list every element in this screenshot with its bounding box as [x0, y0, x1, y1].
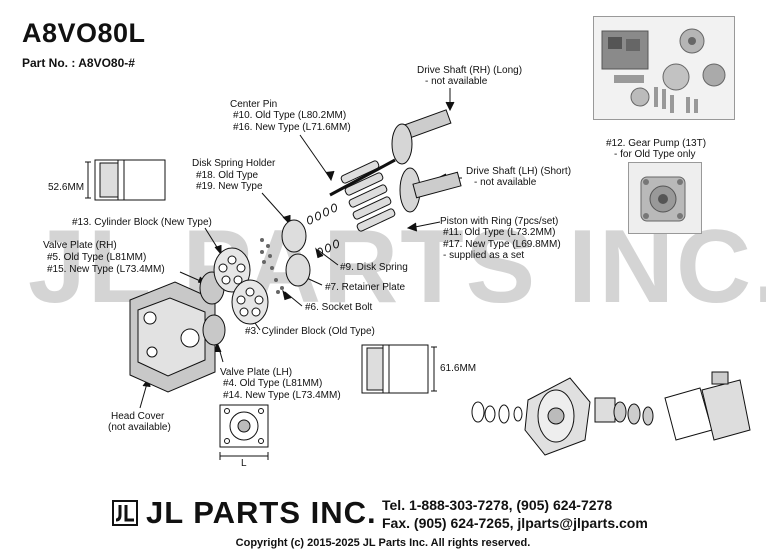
valve-plate-rh-label: Valve Plate (RH)	[43, 240, 117, 251]
valve-plate-rh-new: #15. New Type (L73.4MM)	[47, 264, 165, 275]
copyright: Copyright (c) 2015-2025 JL Parts Inc. Al…	[235, 537, 531, 549]
dimension-l: L	[241, 458, 247, 469]
piston-old: #11. Old Type (L73.2MM)	[443, 227, 556, 238]
drive-shaft-lh-note: - not available	[474, 177, 537, 188]
valve-plate-lh-new: #14. New Type (L73.4MM)	[223, 390, 341, 401]
disk-spring-holder-label: Disk Spring Holder	[192, 158, 276, 169]
drive-shaft-rh-note: - not available	[425, 76, 488, 87]
drive-shaft-rh-label: Drive Shaft (RH) (Long)	[417, 65, 523, 76]
center-pin-label: Center Pin	[230, 99, 278, 110]
kit-photo	[593, 16, 735, 120]
head-cover-note: (not available)	[108, 422, 171, 433]
center-pin-old: #10. Old Type (L80.2MM)	[233, 110, 347, 121]
piston-new: #17. New Type (L69.8MM)	[443, 239, 561, 250]
disk-spring-holder-new: #19. New Type	[196, 181, 263, 192]
contact-fax: Fax. (905) 624-7265, jlparts@jlparts.com	[382, 515, 648, 531]
center-pin-new: #16. New Type (L71.6MM)	[233, 122, 351, 133]
valve-plate-rh-old: #5. Old Type (L81MM)	[47, 252, 147, 263]
retainer-plate-label: #7. Retainer Plate	[325, 282, 406, 293]
jl-logo-icon	[112, 500, 138, 526]
valve-plate-lh-label: Valve Plate (LH)	[220, 367, 293, 378]
disk-spring-label: #9. Disk Spring	[340, 262, 408, 273]
valve-plate-lh-old: #4. Old Type (L81MM)	[223, 378, 323, 389]
gear-pump-photo	[628, 162, 702, 234]
cylinder-block-new-label: #13. Cylinder Block (New Type)	[72, 217, 212, 228]
head-cover-label: Head Cover	[111, 411, 165, 422]
drive-shaft-lh-label: Drive Shaft (LH) (Short)	[466, 166, 572, 177]
dimension-61-6: 61.6MM	[440, 363, 477, 374]
part-number: Part No. : A8VO80-#	[22, 56, 135, 70]
gear-pump-label: #12. Gear Pump (13T)	[606, 138, 707, 149]
page-title: A8VO80L	[22, 18, 146, 48]
cylinder-block-old-label: #3. Cylinder Block (Old Type)	[245, 326, 375, 337]
gear-pump-note: - for Old Type only	[614, 149, 696, 160]
disk-spring-holder-old: #18. Old Type	[196, 170, 259, 181]
dimension-52-6: 52.6MM	[48, 182, 85, 193]
socket-bolt-label: #6. Socket Bolt	[305, 302, 373, 313]
piston-note: - supplied as a set	[443, 250, 525, 261]
contact-tel: Tel. 1-888-303-7278, (905) 624-7278	[382, 497, 613, 513]
brand-name: JL PARTS INC.	[146, 495, 377, 530]
piston-label: Piston with Ring (7pcs/set)	[440, 216, 559, 227]
